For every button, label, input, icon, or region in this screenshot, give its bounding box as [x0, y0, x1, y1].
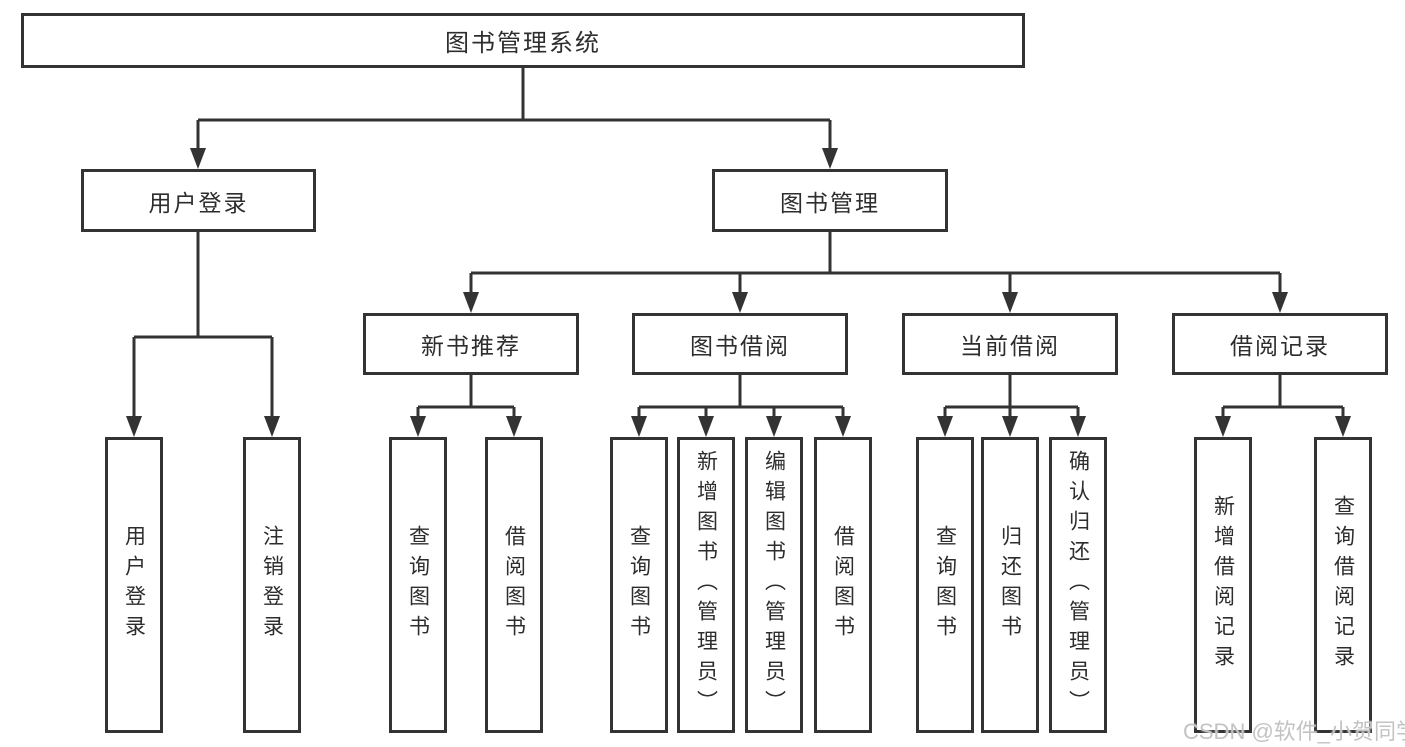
arrowhead-icon: [835, 416, 851, 437]
node-borrow-records-label: 借阅记录: [1230, 333, 1330, 359]
leaf-query-books-1: 查询图书: [389, 437, 447, 733]
csdn-watermark: CSDN @软件_小贺同学: [1183, 719, 1405, 744]
connector-new-books-leaves: [416, 375, 516, 420]
arrowhead-icon: [410, 416, 426, 437]
leaf-add-book-admin-label: 新增图书（管理员）: [694, 450, 718, 720]
arrowhead-icon: [506, 416, 522, 437]
arrowhead-icon: [1272, 292, 1288, 313]
arrowhead-icon: [1070, 416, 1086, 437]
arrowhead-icon: [822, 148, 838, 169]
leaf-query-borrow-record: 查询借阅记录: [1314, 437, 1372, 733]
arrowhead-icon: [1002, 416, 1018, 437]
connector-root-level2: [196, 68, 832, 152]
leaf-edit-book-admin-label: 编辑图书（管理员）: [762, 450, 786, 720]
leaf-confirm-return-admin: 确认归还（管理员）: [1049, 437, 1107, 733]
node-book-borrow-label: 图书借阅: [690, 333, 790, 359]
arrowhead-icon: [126, 416, 142, 437]
leaf-return-book: 归还图书: [981, 437, 1039, 733]
leaf-logout-label: 注销登录: [260, 525, 284, 645]
leaf-edit-book-admin: 编辑图书（管理员）: [745, 437, 803, 733]
arrowhead-icon: [190, 148, 206, 169]
node-book-borrow: 图书借阅: [632, 313, 848, 375]
arrowhead-icon: [937, 416, 953, 437]
node-current-borrow-label: 当前借阅: [960, 333, 1060, 359]
leaf-logout: 注销登录: [243, 437, 301, 733]
leaf-query-books-3-label: 查询图书: [933, 525, 957, 645]
node-user-login: 用户登录: [81, 169, 316, 232]
arrowhead-icon: [732, 292, 748, 313]
leaf-borrow-books-1-label: 借阅图书: [502, 525, 526, 645]
leaf-query-books-2-label: 查询图书: [627, 525, 651, 645]
leaf-borrow-books-2: 借阅图书: [814, 437, 872, 733]
node-root: 图书管理系统: [21, 13, 1025, 68]
arrowhead-icon: [1002, 292, 1018, 313]
node-new-books-label: 新书推荐: [421, 333, 521, 359]
arrowhead-icon: [463, 292, 479, 313]
node-root-label: 图书管理系统: [445, 30, 601, 57]
leaf-borrow-books-2-label: 借阅图书: [831, 525, 855, 645]
node-book-mgmt-label: 图书管理: [780, 189, 880, 216]
leaf-return-book-label: 归还图书: [998, 525, 1022, 645]
node-book-mgmt: 图书管理: [712, 169, 948, 232]
arrowhead-icon: [698, 416, 714, 437]
connector-book-borrow-leaves: [637, 375, 845, 420]
leaf-add-borrow-record: 新增借阅记录: [1194, 437, 1252, 733]
arrowhead-icon: [631, 416, 647, 437]
connector-current-borrow-leaves: [943, 375, 1080, 420]
leaf-user-login-label: 用户登录: [122, 525, 146, 645]
arrowhead-icon: [264, 416, 280, 437]
arrowhead-icon: [1335, 416, 1351, 437]
leaf-confirm-return-admin-label: 确认归还（管理员）: [1066, 450, 1090, 720]
connector-user-login-leaves: [132, 232, 274, 420]
arrowhead-icon: [766, 416, 782, 437]
leaf-query-books-3: 查询图书: [916, 437, 974, 733]
node-borrow-records: 借阅记录: [1172, 313, 1388, 375]
leaf-add-borrow-record-label: 新增借阅记录: [1211, 495, 1235, 675]
leaf-query-books-2: 查询图书: [610, 437, 668, 733]
node-new-books: 新书推荐: [363, 313, 579, 375]
node-user-login-label: 用户登录: [148, 189, 249, 216]
leaf-query-books-1-label: 查询图书: [406, 525, 430, 645]
arrowhead-icon: [1215, 416, 1231, 437]
leaf-add-book-admin: 新增图书（管理员）: [677, 437, 735, 733]
connector-book-mgmt-level3: [469, 232, 1282, 296]
leaf-query-borrow-record-label: 查询借阅记录: [1331, 495, 1355, 675]
node-current-borrow: 当前借阅: [902, 313, 1118, 375]
leaf-borrow-books-1: 借阅图书: [485, 437, 543, 733]
leaf-user-login: 用户登录: [105, 437, 163, 733]
connector-borrow-records-leaves: [1221, 375, 1345, 420]
